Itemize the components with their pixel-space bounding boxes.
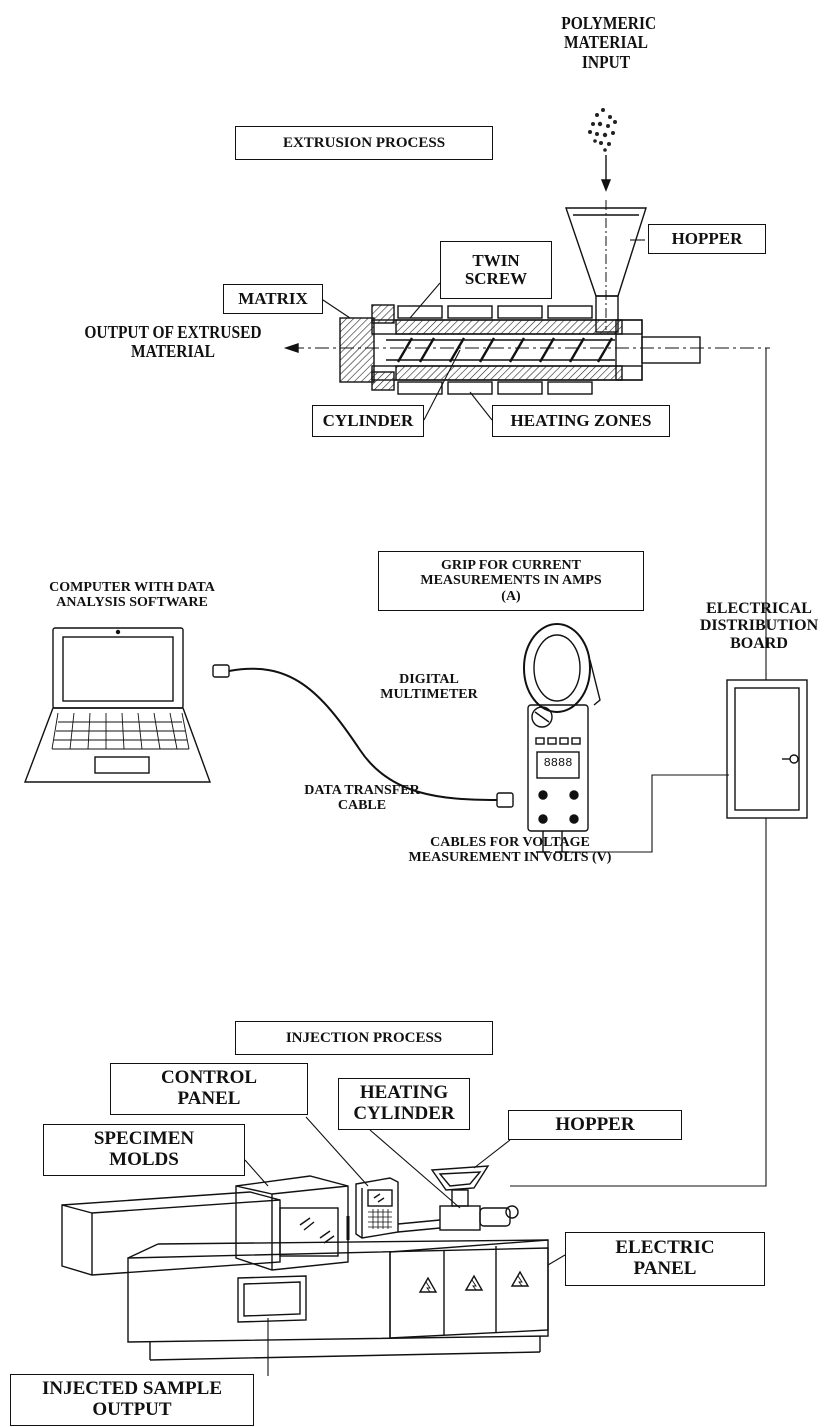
laptop-drawing: [25, 628, 210, 782]
multimeter-drawing: [524, 624, 729, 852]
label-output-extrused: OUTPUT OF EXTRUSED MATERIAL: [74, 323, 272, 362]
extrusion-barrel: [340, 305, 700, 394]
label-electrical-board: ELECTRICAL DISTRIBUTION BOARD: [686, 600, 832, 652]
polymer-pellets: [588, 108, 617, 152]
extrusion-hopper: [566, 200, 646, 332]
label-computer: COMPUTER WITH DATA ANALYSIS SOFTWARE: [12, 580, 252, 610]
label-hopper-injection: HOPPER: [508, 1110, 682, 1140]
label-polymeric-input: POLYMERIC MATERIAL INPUT: [561, 14, 650, 72]
label-specimen-molds: SPECIMEN MOLDS: [43, 1124, 245, 1176]
injection-machine-drawing: [62, 1166, 548, 1360]
label-control-panel: CONTROL PANEL: [110, 1063, 308, 1115]
label-extrusion-process: EXTRUSION PROCESS: [235, 126, 493, 160]
label-twin-screw: TWIN SCREW: [440, 241, 552, 299]
label-matrix: MATRIX: [223, 284, 323, 314]
label-cylinder: CYLINDER: [312, 405, 424, 437]
label-heating-zones: HEATING ZONES: [492, 405, 670, 437]
label-heating-cylinder: HEATING CYLINDER: [338, 1078, 470, 1130]
meter-display: 8888: [537, 757, 579, 770]
label-data-transfer-cable: DATA TRANSFER CABLE: [262, 783, 462, 813]
label-electric-panel: ELECTRIC PANEL: [565, 1232, 765, 1286]
label-hopper-extrusion: HOPPER: [648, 224, 766, 254]
label-grip-current: GRIP FOR CURRENT MEASUREMENTS IN AMPS (A…: [378, 551, 644, 611]
electrical-board-drawing: [727, 680, 807, 818]
label-digital-multimeter: DIGITAL MULTIMETER: [364, 672, 494, 702]
label-injected-output: INJECTED SAMPLE OUTPUT: [10, 1374, 254, 1426]
label-voltage-cables: CABLES FOR VOLTAGE MEASUREMENT IN VOLTS …: [340, 835, 680, 865]
label-injection-process: INJECTION PROCESS: [235, 1021, 493, 1055]
